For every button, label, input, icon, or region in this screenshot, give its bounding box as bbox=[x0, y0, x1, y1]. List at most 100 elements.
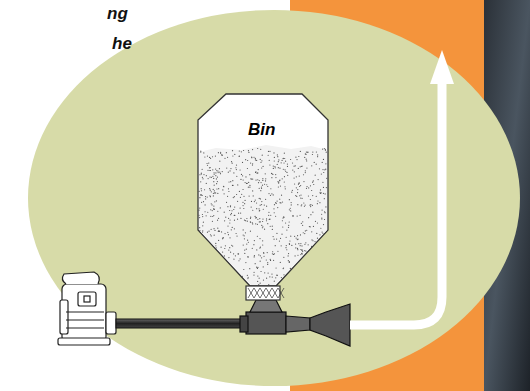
speckle bbox=[269, 219, 270, 220]
speckle bbox=[283, 274, 284, 275]
speckle bbox=[292, 190, 293, 191]
speckle bbox=[298, 243, 299, 244]
speckle bbox=[260, 149, 261, 150]
speckle bbox=[245, 232, 246, 233]
speckle bbox=[228, 257, 229, 258]
speckle bbox=[274, 160, 275, 161]
speckle bbox=[248, 242, 249, 243]
speckle bbox=[265, 173, 266, 174]
speckle bbox=[284, 181, 285, 182]
speckle bbox=[261, 225, 262, 226]
speckle bbox=[297, 255, 298, 256]
speckle bbox=[209, 170, 210, 171]
speckle bbox=[279, 199, 280, 200]
speckle bbox=[252, 163, 253, 164]
speckle bbox=[216, 183, 217, 184]
speckle bbox=[268, 212, 269, 213]
speckle bbox=[269, 151, 270, 152]
speckle bbox=[217, 211, 218, 212]
bin-outlet bbox=[246, 286, 284, 300]
speckle bbox=[250, 217, 251, 218]
speckle bbox=[251, 156, 252, 157]
speckle bbox=[300, 197, 301, 198]
speckle bbox=[295, 243, 296, 244]
speckle bbox=[324, 148, 325, 149]
speckle bbox=[202, 230, 203, 231]
speckle bbox=[286, 245, 287, 246]
speckle bbox=[324, 198, 325, 199]
speckle bbox=[272, 253, 273, 254]
speckle bbox=[228, 250, 229, 251]
speckle bbox=[253, 274, 254, 275]
speckle bbox=[212, 221, 213, 222]
speckle bbox=[242, 205, 243, 206]
speckle bbox=[301, 253, 302, 254]
speckle bbox=[291, 245, 292, 246]
speckle bbox=[219, 231, 220, 232]
speckle bbox=[277, 154, 278, 155]
speckle bbox=[272, 174, 273, 175]
speckle bbox=[295, 195, 296, 196]
speckle bbox=[287, 175, 288, 176]
speckle bbox=[254, 201, 255, 202]
speckle bbox=[243, 234, 244, 235]
speckle bbox=[250, 162, 251, 163]
speckle bbox=[273, 194, 274, 195]
speckle bbox=[300, 243, 301, 244]
speckle bbox=[242, 175, 243, 176]
speckle bbox=[225, 217, 226, 218]
speckle bbox=[258, 182, 259, 183]
speckle bbox=[278, 183, 279, 184]
speckle bbox=[262, 240, 263, 241]
speckle bbox=[224, 158, 225, 159]
speckle bbox=[212, 210, 213, 211]
speckle bbox=[224, 212, 225, 213]
speckle bbox=[201, 188, 202, 189]
speckle bbox=[293, 177, 294, 178]
speckle bbox=[283, 257, 284, 258]
speckle bbox=[257, 179, 258, 180]
speckle bbox=[213, 228, 214, 229]
speckle bbox=[202, 216, 203, 217]
speckle bbox=[250, 221, 251, 222]
venturi-feeder bbox=[240, 300, 350, 346]
speckle bbox=[268, 272, 269, 273]
speckle bbox=[266, 278, 267, 279]
speckle bbox=[257, 281, 258, 282]
speckle bbox=[257, 236, 258, 237]
speckle bbox=[213, 215, 214, 216]
speckle bbox=[294, 171, 295, 172]
speckle bbox=[219, 168, 220, 169]
speckle bbox=[249, 185, 250, 186]
speckle bbox=[312, 152, 313, 153]
speckle bbox=[302, 251, 303, 252]
speckle bbox=[226, 168, 227, 169]
speckle bbox=[211, 203, 212, 204]
hatch-line bbox=[272, 288, 278, 298]
speckle bbox=[270, 259, 271, 260]
speckle bbox=[208, 178, 209, 179]
speckle bbox=[299, 176, 300, 177]
speckle bbox=[259, 238, 260, 239]
speckle bbox=[210, 190, 211, 191]
speckle bbox=[217, 220, 218, 221]
speckle bbox=[211, 191, 212, 192]
speckle bbox=[268, 284, 269, 285]
speckle bbox=[321, 192, 322, 193]
speckle bbox=[236, 194, 237, 195]
speckle bbox=[222, 155, 223, 156]
speckle bbox=[204, 211, 205, 212]
speckle bbox=[203, 222, 204, 223]
speckle bbox=[232, 155, 233, 156]
speckle bbox=[296, 159, 297, 160]
speckle bbox=[265, 178, 266, 179]
speckle bbox=[301, 223, 302, 224]
speckle bbox=[233, 172, 234, 173]
speckle bbox=[259, 198, 260, 199]
speckle bbox=[326, 178, 327, 179]
speckle bbox=[305, 242, 306, 243]
speckle bbox=[297, 235, 298, 236]
speckle bbox=[300, 185, 301, 186]
speckle bbox=[287, 163, 288, 164]
